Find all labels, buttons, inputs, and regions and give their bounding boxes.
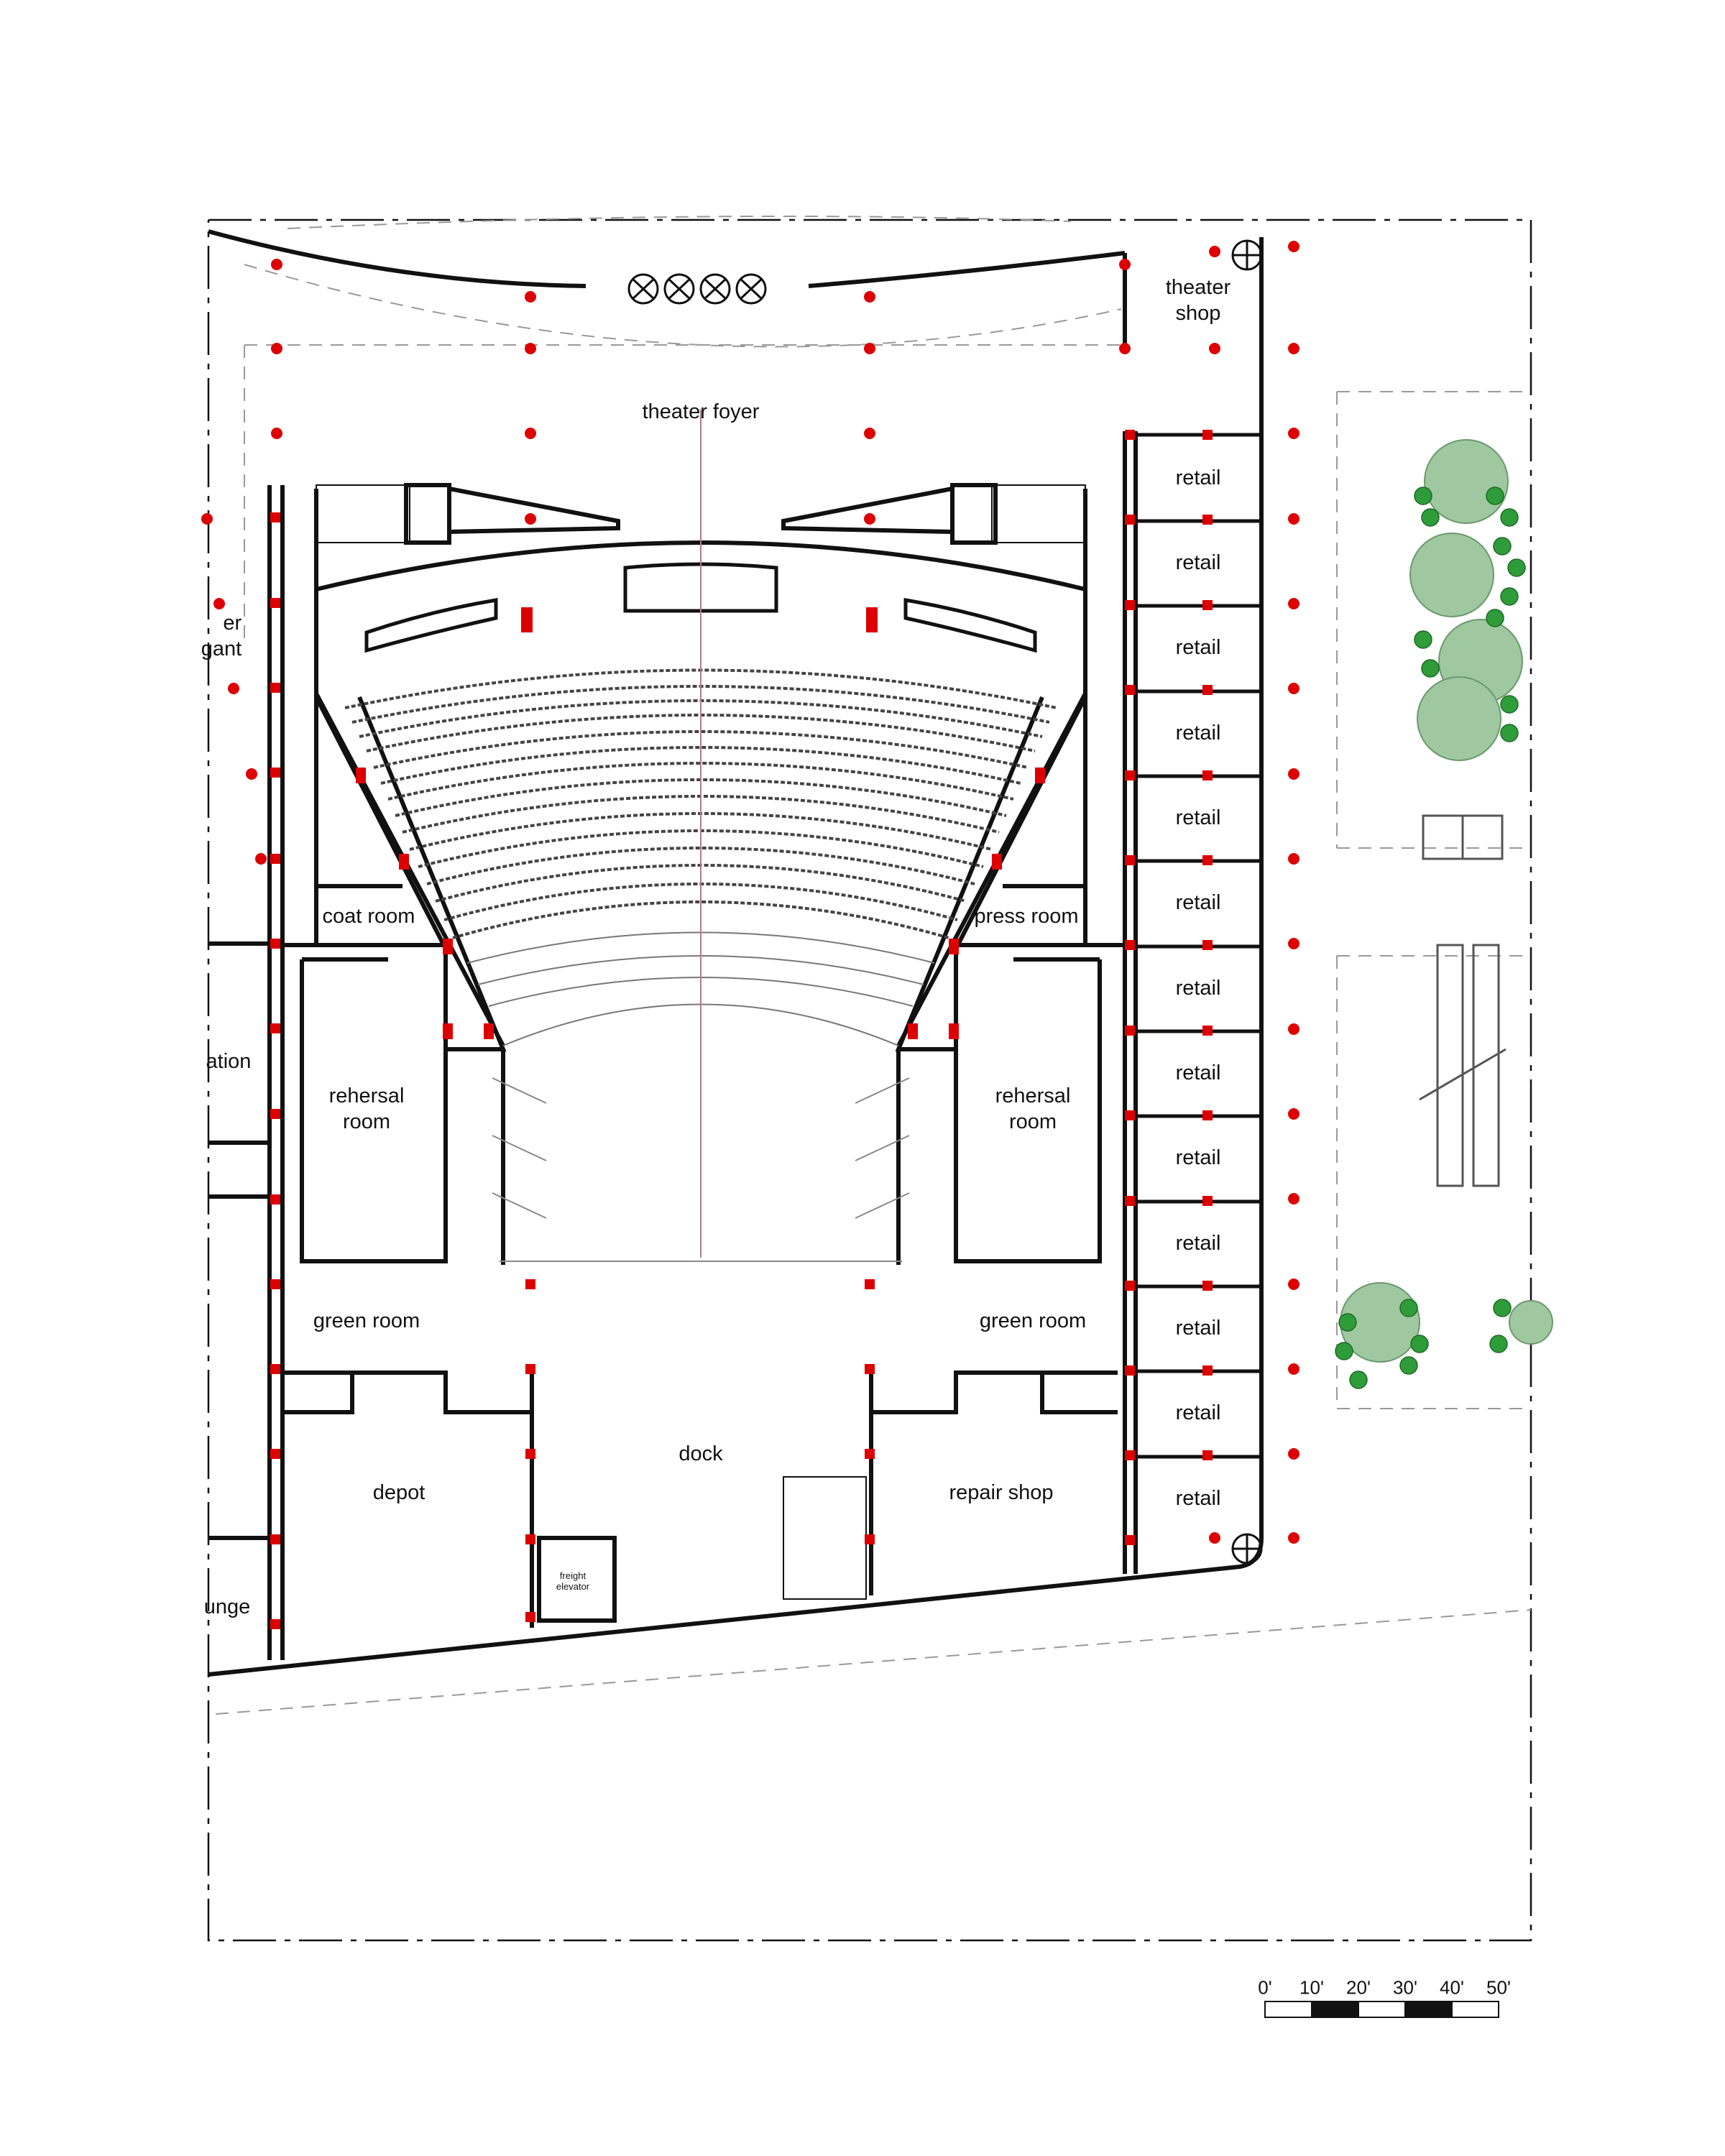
room-label-retail: retail [1175,1317,1221,1340]
trees [1335,439,1553,1389]
room-label-depot: depot [372,1481,426,1504]
room-label-retail: retail [1175,977,1221,1000]
scale-label-30: 30' [1393,1976,1417,1999]
room-label-cut-off-3: unge [203,1595,251,1618]
scale-bar [1264,2001,1499,2018]
room-label-retail: retail [1175,1487,1221,1510]
room-label-retail: retail [1175,722,1221,745]
room-label-retail: retail [1175,806,1221,829]
room-label-freight-elevator: freight elevator [556,1570,590,1592]
room-label-repair-shop: repair shop [949,1481,1054,1504]
room-label-cut-off-2: ation [206,1050,252,1073]
stage-wings [492,1077,910,1262]
room-label-press-room: press room [974,905,1079,928]
room-label-retail: retail [1175,891,1221,914]
site-boundary [207,218,1532,1942]
room-label-retail: retail [1175,466,1221,489]
room-label-theater-foyer: theater foyer [642,400,760,423]
room-label-retail: retail [1175,1401,1221,1424]
dashed-guides [215,215,1532,1715]
walls [208,229,1264,1677]
room-label-rehearsal-room-left: rehersal room [328,1084,405,1133]
room-label-retail: retail [1175,636,1221,659]
scale-label-20: 20' [1346,1976,1371,1999]
columns [201,241,1300,1629]
room-label-coat-room: coat room [322,905,415,928]
room-label-cut-off-1: er gant [201,612,242,660]
room-label-retail: retail [1175,1232,1221,1255]
balcony-rail [364,562,1037,653]
retail-dividers [1125,433,1261,1459]
room-label-retail: retail [1175,551,1221,574]
scale-label-40: 40' [1440,1976,1464,1999]
scale-label-50: 50' [1486,1976,1511,1999]
room-label-retail: retail [1175,1146,1221,1169]
room-label-green-room-right: green room [979,1309,1087,1332]
revolving-doors [627,239,1263,1565]
room-label-theater-shop: theater shop [1165,276,1231,325]
room-label-green-room-left: green room [313,1309,420,1332]
room-label-retail: retail [1175,1061,1221,1084]
room-label-rehearsal-room-right: rehersal room [995,1084,1071,1133]
room-label-dock: dock [678,1442,723,1465]
scale-label-10: 10' [1300,1976,1324,1999]
site-elevators [1419,814,1506,1187]
scale-label-0: 0' [1258,1976,1272,1999]
